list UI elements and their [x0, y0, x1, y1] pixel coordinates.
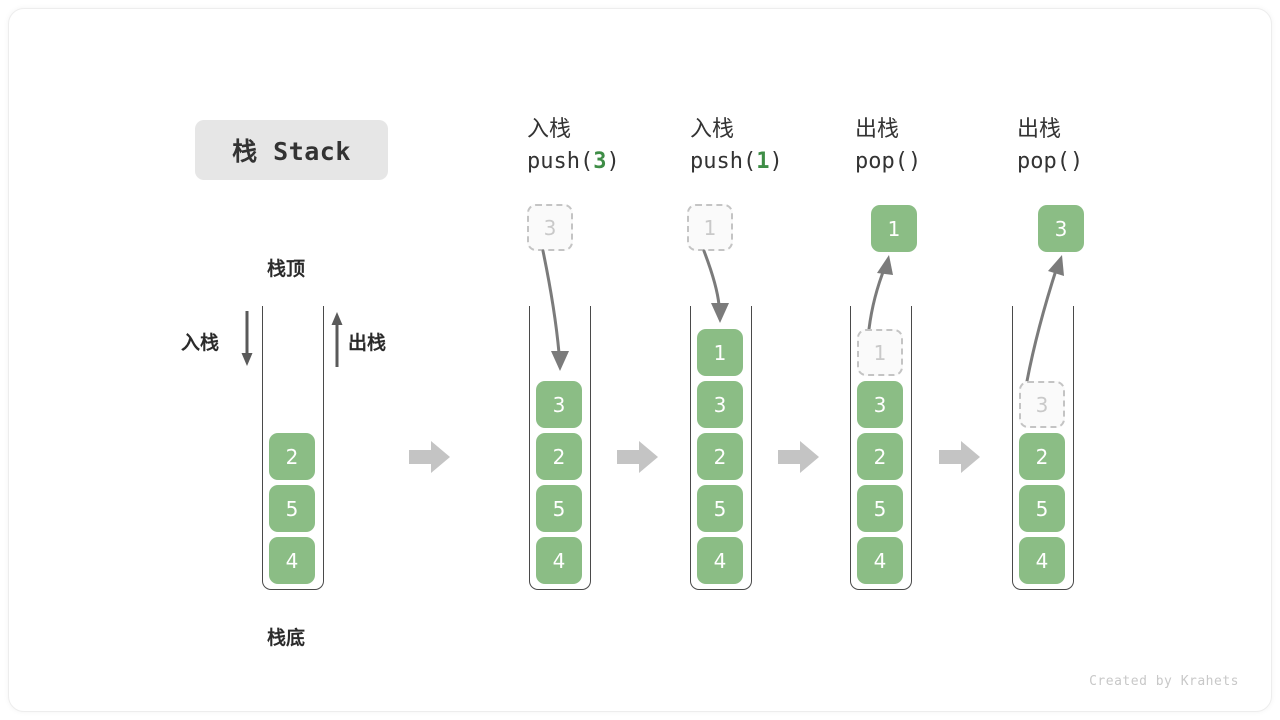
stack-cell: 4 — [1019, 537, 1065, 584]
column-header-pop-2: 出栈 pop() — [1017, 115, 1217, 179]
column-header-pop-1: 出栈 pop() — [855, 115, 1055, 179]
stack-cell: 5 — [1019, 485, 1065, 532]
stack-tube-initial — [262, 306, 324, 590]
code-prefix: pop( — [855, 149, 908, 174]
popped-cell: 3 — [1038, 205, 1084, 252]
ghost-cell-incoming: 3 — [527, 204, 573, 251]
column-header-code: push(1) — [690, 145, 890, 179]
diagram-card: 栈 Stack 栈顶 栈底 入栈 出栈 2 5 4 入栈 push(3) 3 — [8, 8, 1272, 712]
stack-cell: 3 — [536, 381, 582, 428]
stack-tube-pop-2 — [1012, 306, 1074, 590]
stack-cell: 4 — [536, 537, 582, 584]
stack-cell: 4 — [857, 537, 903, 584]
pop-flow-arrow-icon — [1017, 253, 1067, 385]
pop-direction-arrow-icon — [327, 309, 347, 369]
stack-cell: 5 — [697, 485, 743, 532]
stack-cell: 1 — [697, 329, 743, 376]
code-prefix: pop( — [1017, 149, 1070, 174]
column-header-push-1: 入栈 push(1) — [690, 115, 890, 179]
column-header-title: 入栈 — [690, 117, 735, 142]
step-arrow-icon — [615, 434, 661, 480]
pop-flow-arrow-icon — [857, 253, 897, 333]
code-prefix: push( — [527, 149, 594, 174]
popped-cell: 1 — [871, 205, 917, 252]
push-direction-label: 入栈 — [181, 332, 220, 354]
stack-cell: 4 — [697, 537, 743, 584]
stack-cell: 4 — [269, 537, 315, 584]
code-suffix: ) — [606, 149, 620, 174]
column-header-code: pop() — [1017, 145, 1217, 179]
stack-cell: 5 — [857, 485, 903, 532]
code-arg: 1 — [756, 149, 770, 174]
column-header-title: 出栈 — [855, 117, 900, 142]
title-badge: 栈 Stack — [195, 120, 388, 180]
code-suffix: ) — [907, 149, 922, 174]
stack-bottom-label: 栈底 — [267, 627, 306, 649]
code-suffix: ) — [1069, 149, 1084, 174]
push-flow-arrow-icon — [701, 249, 741, 334]
credit-text: Created by Krahets — [1089, 674, 1239, 689]
column-header-title: 入栈 — [527, 117, 572, 142]
step-arrow-icon — [776, 434, 822, 480]
stack-cell: 2 — [697, 433, 743, 480]
ghost-cell-incoming: 1 — [687, 204, 733, 251]
stack-tube-push-3 — [529, 306, 591, 590]
stack-cell: 2 — [1019, 433, 1065, 480]
code-prefix: push( — [690, 149, 757, 174]
step-arrow-icon — [937, 434, 983, 480]
stack-cell: 5 — [269, 485, 315, 532]
stack-cell: 3 — [857, 381, 903, 428]
title-badge-label: 栈 Stack — [232, 137, 351, 166]
stack-cell: 5 — [536, 485, 582, 532]
stack-cell: 2 — [536, 433, 582, 480]
stack-cell: 2 — [857, 433, 903, 480]
pop-direction-label: 出栈 — [348, 332, 387, 354]
stack-tube-push-1 — [690, 306, 752, 590]
column-header-push-3: 入栈 push(3) — [527, 115, 727, 179]
column-header-title: 出栈 — [1017, 117, 1062, 142]
code-suffix: ) — [769, 149, 783, 174]
column-header-code: pop() — [855, 145, 1055, 179]
stack-cell: 3 — [697, 381, 743, 428]
push-direction-arrow-icon — [237, 309, 257, 369]
step-arrow-icon — [407, 434, 453, 480]
column-header-code: push(3) — [527, 145, 727, 179]
ghost-cell-removed: 1 — [857, 329, 903, 376]
stack-cell: 2 — [269, 433, 315, 480]
ghost-cell-removed: 3 — [1019, 381, 1065, 428]
stack-tube-pop-1 — [850, 306, 912, 590]
code-arg: 3 — [593, 149, 607, 174]
push-flow-arrow-icon — [539, 249, 579, 379]
stack-top-label: 栈顶 — [267, 258, 306, 280]
